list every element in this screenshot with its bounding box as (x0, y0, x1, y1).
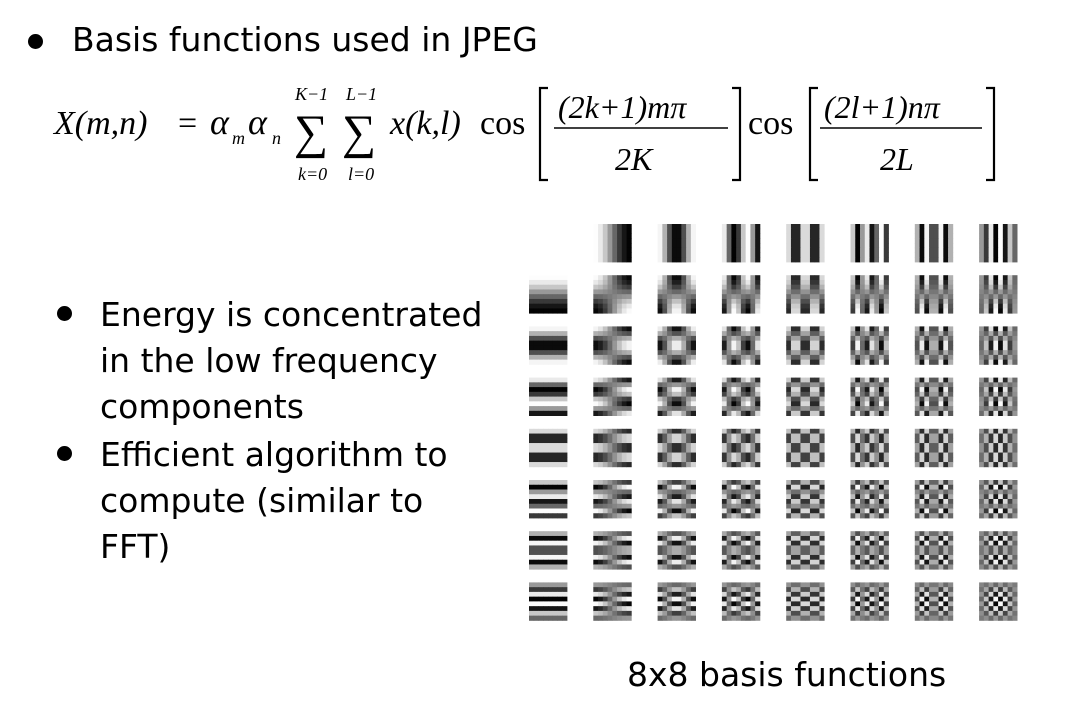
basis-tile (850, 377, 889, 416)
basis-tile (979, 480, 1018, 519)
sum2-sigma: ∑ (342, 106, 376, 159)
basis-tile (979, 326, 1018, 365)
formula-alpha-n-sub: n (272, 128, 281, 148)
basis-tile (657, 428, 696, 468)
basis-tile (914, 582, 954, 621)
basis-tile (721, 377, 761, 416)
basis-tile (657, 326, 696, 365)
basis-tile (529, 480, 568, 519)
basis-tile (529, 224, 568, 263)
basis-tile (850, 582, 889, 621)
basis-tile (593, 582, 632, 621)
title-bullet (28, 34, 43, 49)
bullet-dot (57, 306, 72, 321)
sum1-sigma: ∑ (294, 106, 328, 159)
basis-tile (914, 224, 954, 263)
sum2-lower: l=0 (348, 164, 374, 184)
formula-cos-1: cos (480, 105, 525, 142)
formula-lhs: X(m,n) (52, 105, 147, 142)
basis-tile (529, 428, 568, 468)
formula-equals: = (178, 105, 197, 142)
sum1-upper: K−1 (294, 84, 328, 104)
basis-tile (914, 428, 954, 468)
formula-alpha-m: α (210, 102, 230, 142)
basis-tile (979, 224, 1018, 263)
basis-tile (786, 224, 825, 263)
basis-tile (721, 275, 761, 314)
basis-tile (721, 480, 761, 519)
grid-caption: 8x8 basis functions (627, 655, 947, 694)
basis-tile (529, 326, 568, 365)
basis-tile (979, 531, 1018, 570)
basis-tile (914, 531, 954, 570)
basis-tile (979, 582, 1018, 621)
basis-tile (786, 275, 825, 314)
basis-tile (529, 582, 568, 621)
dct-formula: X(m,n) = α m α n K−1 ∑ k=0 L−1 ∑ l=0 x(k… (52, 84, 996, 184)
basis-tile (914, 377, 954, 416)
sum2-upper: L−1 (345, 84, 377, 104)
basis-tile (786, 480, 825, 519)
fraction1-numerator: (2k+1)mπ (558, 89, 687, 125)
basis-tile (721, 582, 761, 621)
bullet-line: Energy is concentrated (100, 295, 483, 334)
formula-term: x(k,l) (389, 105, 461, 142)
formula-alpha-n: α (248, 102, 268, 142)
sum1-lower: k=0 (298, 164, 327, 184)
basis-tile (979, 275, 1018, 314)
bullet-dot (57, 446, 72, 461)
basis-tile (850, 531, 889, 570)
basis-tile (657, 275, 696, 314)
basis-tile (786, 326, 825, 365)
basis-tile (786, 428, 825, 468)
basis-tile (721, 531, 761, 570)
basis-tile (529, 275, 568, 314)
basis-tile (657, 531, 696, 570)
basis-tile (593, 326, 632, 365)
basis-tile (657, 224, 696, 263)
basis-tile (593, 531, 632, 570)
basis-tile (593, 428, 632, 468)
bullet-line: FFT) (100, 527, 171, 566)
fraction1-denominator: 2K (615, 141, 654, 177)
basis-tile (593, 377, 632, 416)
basis-tile (850, 326, 889, 365)
bullet-line: Efficient algorithm to (100, 435, 448, 474)
basis-tile (786, 377, 825, 416)
dct-basis-grid (529, 224, 1018, 621)
formula-cos-2: cos (748, 105, 793, 142)
basis-tile (786, 582, 825, 621)
basis-tile (786, 531, 825, 570)
bullet-line: compute (similar to (100, 481, 424, 520)
basis-tile (914, 326, 954, 365)
basis-tile (914, 275, 954, 314)
formula-alpha-m-sub: m (232, 128, 245, 148)
basis-tile (914, 480, 954, 519)
fraction2-denominator: 2L (880, 141, 914, 177)
basis-tile (850, 480, 889, 519)
basis-tile (850, 224, 889, 263)
slide-title: Basis functions used in JPEG (72, 20, 538, 59)
basis-tile (721, 224, 761, 263)
bullet-line: in the low frequency (100, 341, 438, 380)
basis-tile (657, 480, 696, 519)
basis-tile (850, 275, 889, 314)
basis-tile (593, 275, 632, 314)
basis-tile (979, 377, 1018, 416)
basis-tile (593, 480, 632, 519)
basis-tile (850, 428, 889, 468)
basis-tile (657, 377, 696, 416)
bullet-line: components (100, 387, 304, 426)
basis-tile (979, 428, 1018, 468)
basis-tile (529, 531, 568, 570)
basis-tile (529, 377, 568, 416)
basis-tile (721, 326, 761, 365)
fraction2-numerator: (2l+1)nπ (824, 89, 941, 125)
basis-tile (657, 582, 696, 621)
basis-tile (593, 224, 632, 263)
basis-tile (721, 428, 761, 468)
